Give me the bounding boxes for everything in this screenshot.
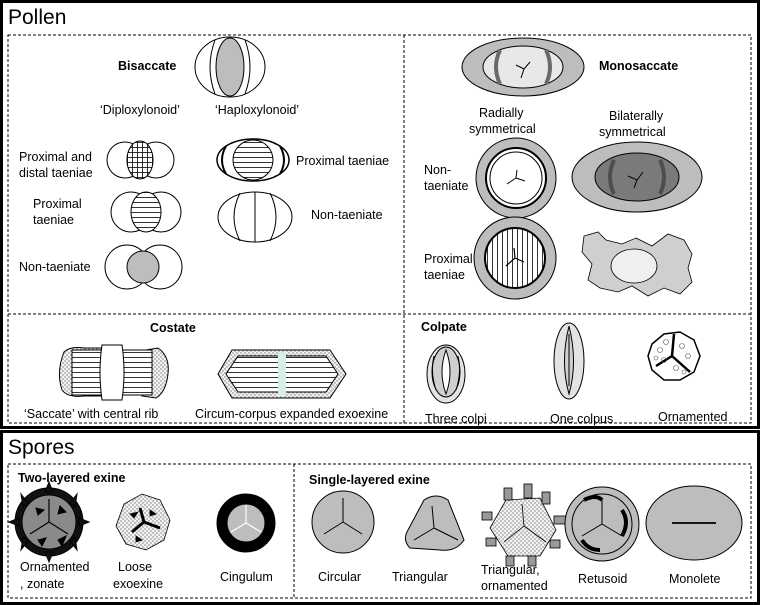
mono-prox-label-line1: Proximal [424, 252, 473, 266]
colpate-heading: Colpate [421, 320, 467, 334]
haplo-proximal-label: Proximal taeniae [296, 154, 390, 168]
loose-exoexine-label-line2: exoexine [113, 577, 164, 591]
bisaccate-heading: Bisaccate [118, 59, 177, 73]
spore-circular [311, 490, 375, 554]
spore-monolete [645, 485, 743, 561]
colpate-three-label: Three colpi [425, 412, 487, 426]
haplo-nontaeniate-grain [217, 191, 293, 243]
spore-triangular-ornamented [481, 483, 567, 567]
colpate-one-grain [553, 322, 585, 400]
costate-saccate-label: ‘Saccate’ with central rib [24, 407, 159, 421]
costate-saccate-grain [58, 344, 169, 401]
spore-loose-exoexine [115, 493, 171, 551]
costate-heading: Costate [150, 321, 196, 335]
loose-exoexine-label-line1: Loose [118, 560, 153, 574]
pollen-frame [0, 0, 760, 429]
diploxylonoid-label: ‘Diploxylonoid’ [100, 103, 180, 117]
monosaccate-header-grain [461, 37, 585, 97]
triangular-label: Triangular [392, 570, 448, 584]
bilateral-label-line2: symmetrical [599, 125, 666, 139]
cingulum-label: Cingulum [220, 570, 273, 584]
diplo-nontaeniate-grain [104, 244, 183, 290]
triangular-ornamented-label-line2: ornamented [481, 579, 548, 593]
spore-cingulum [216, 493, 276, 553]
costate-circum-label: Circum-corpus expanded exoexine [195, 407, 389, 421]
bisaccate-header-grain [194, 36, 266, 98]
mono-radial-proximal-grain [473, 216, 557, 300]
monosaccate-heading: Monosaccate [599, 59, 679, 73]
ornamented-zonate-label-line2: , zonate [20, 577, 65, 591]
mono-bilateral-irregular-grain [581, 231, 693, 297]
mono-prox-label-line2: taeniae [424, 268, 466, 282]
mono-non-label-line1: Non- [424, 163, 452, 177]
colpate-one-label: One colpus [550, 412, 614, 426]
proximal-label-line2: taeniae [33, 213, 75, 227]
spores-section-title: Spores [8, 436, 75, 459]
retusoid-label: Retusoid [578, 572, 628, 586]
colpate-ornamented-grain [647, 331, 701, 381]
triangular-ornamented-label-line1: Triangular, [481, 563, 540, 577]
monolete-label: Monolete [669, 572, 721, 586]
spores-frame [0, 430, 760, 605]
radial-label-line1: Radially [479, 106, 524, 120]
pollen-section-title: Pollen [8, 6, 67, 29]
ornamented-zonate-label-line1: Ornamented [20, 560, 90, 574]
costate-circum-grain [217, 349, 347, 399]
mono-radial-nontaeniate-grain [475, 137, 557, 219]
two-layered-heading: Two-layered exine [18, 471, 126, 485]
haplo-nontaeniate-label: Non-taeniate [311, 208, 383, 222]
mono-bilateral-nontaeniate-grain [571, 141, 703, 213]
bilateral-label-line1: Bilaterally [609, 109, 664, 123]
prox-distal-label-line2: distal taeniae [19, 166, 93, 180]
colpate-ornamented-label: Ornamented [658, 410, 728, 424]
circular-label: Circular [318, 570, 362, 584]
mono-non-label-line2: taeniate [424, 179, 469, 193]
spore-triangular [404, 495, 465, 551]
nontaeniate-label: Non-taeniate [19, 260, 91, 274]
haplo-proximal-grain [216, 138, 290, 182]
colpate-three-grain [426, 344, 466, 404]
dividers [7, 34, 752, 599]
prox-distal-label-line1: Proximal and [19, 150, 92, 164]
haploxylonoid-label: ‘Haploxylonoid’ [215, 103, 300, 117]
diplo-proximal-grain [110, 191, 182, 233]
single-layered-heading: Single-layered exine [309, 473, 430, 487]
spore-retusoid [564, 486, 640, 562]
proximal-label-line1: Proximal [33, 197, 82, 211]
spore-ornamented-zonate [7, 480, 91, 564]
diplo-prox-distal-grain [106, 140, 175, 180]
radial-label-line2: symmetrical [469, 122, 536, 136]
